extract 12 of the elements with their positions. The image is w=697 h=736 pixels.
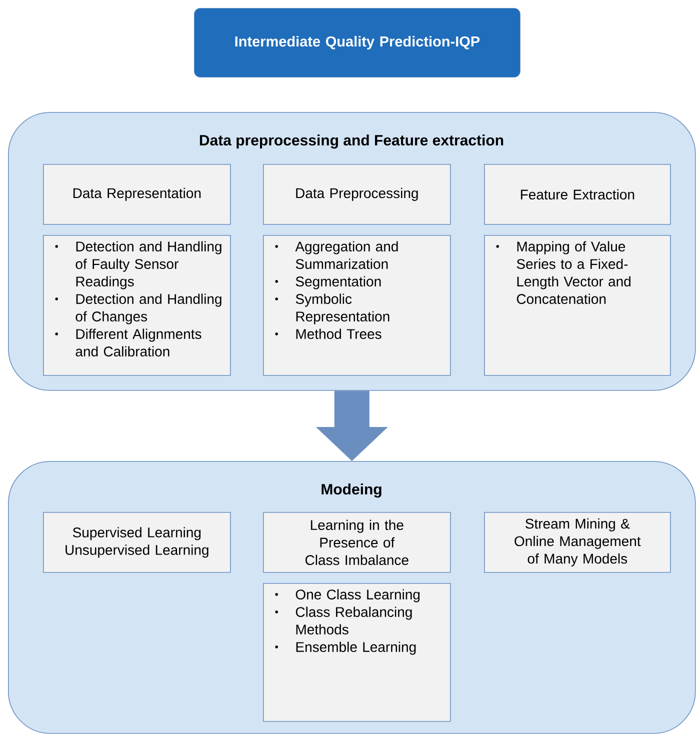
process-box: Stream Mining & Online Management of Many Models [484,512,671,573]
process-box: Learning in the Presence of Class Imbalance [263,512,451,573]
process-box: Data Preprocessing [263,164,451,225]
title-box: Intermediate Quality Prediction-IQP [194,8,520,78]
bullet-list-box: Detection and Handling of Faulty Sensor Readings Detection and Handling of Changes Different Alignments and Calibration [43,235,231,376]
process-box: Feature Extraction [484,164,671,225]
bullet-list-box: Mapping of Value Series to a Fixed-Length Vector and Concatenation [484,235,671,376]
process-box: Supervised Learning Unsupervised Learning [43,512,231,573]
process-box: Data Representation [43,164,231,225]
block-arrow [316,390,388,461]
bullet-list-box: One Class Learning Class Rebalancing Methods Ensemble Learning [263,583,451,722]
bullet-list-box: Aggregation and Summarization Segmentation Symbolic Representation Method Trees [263,235,451,376]
